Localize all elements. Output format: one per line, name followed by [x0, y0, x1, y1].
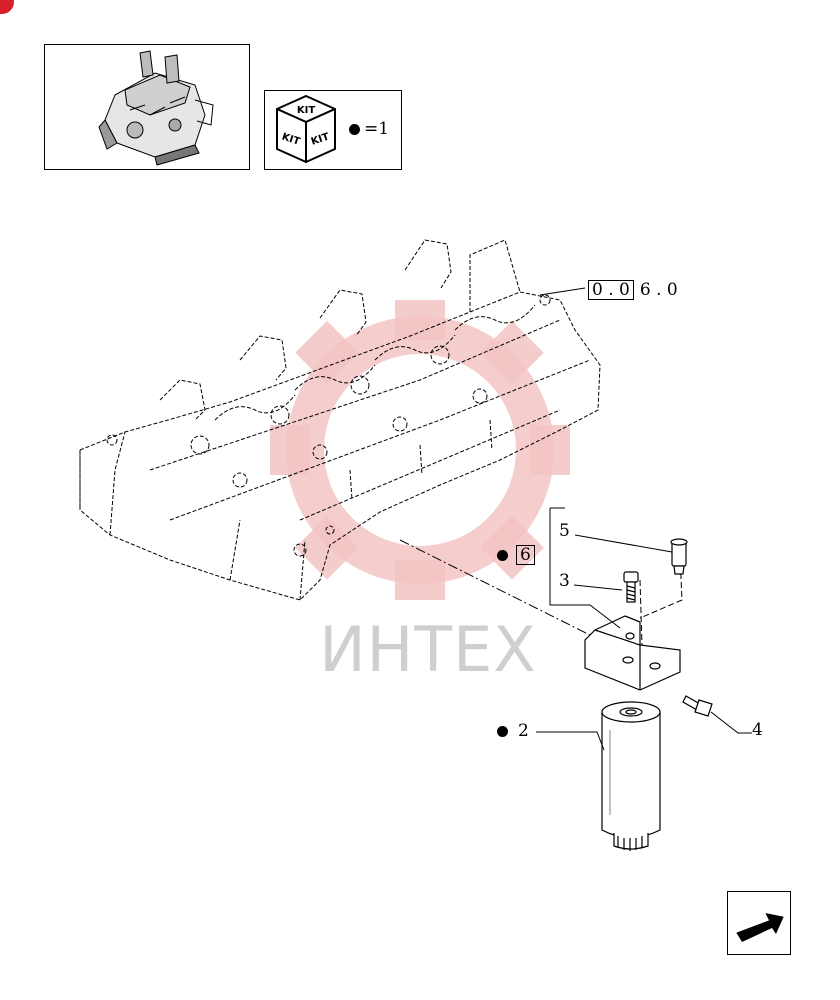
callout-item-4: 4 [752, 720, 763, 740]
fitting-item-5 [670, 538, 688, 575]
cylinder-head-outline [79, 239, 601, 601]
kit-dot-icon [349, 124, 360, 135]
engine-thumbnail[interactable] [44, 44, 250, 170]
callout-item-2: 2 [497, 721, 529, 741]
kit-right-label: KIT [310, 132, 331, 148]
item-2-number: 2 [518, 721, 529, 741]
kit-cube-icon: KIT KIT KIT [276, 95, 336, 163]
callout-item-5: 5 [559, 521, 570, 541]
kit-item-number: 6 [516, 545, 535, 565]
screw-item-3 [623, 571, 639, 603]
filter-item-2 [601, 701, 661, 851]
watermark-text: ИНТЕХ [319, 613, 537, 686]
kit-legend: KIT KIT KIT =1 [264, 90, 402, 170]
kit-left-label: KIT [280, 132, 301, 148]
mounting-bracket [584, 615, 681, 691]
callout-item-3: 3 [559, 571, 570, 591]
engine-icon [98, 50, 214, 166]
ref-boxed-part: 0 . 0 [588, 280, 634, 300]
kit-dot-icon [497, 550, 508, 561]
next-page-button[interactable] [727, 891, 791, 955]
arrow-next-page-icon [735, 910, 785, 942]
callout-item-6: 6 [497, 545, 535, 565]
kit-dot-icon [497, 726, 508, 737]
kit-top-label: KIT [297, 105, 315, 116]
bolt-item-4 [682, 695, 713, 717]
kit-quantity: =1 [349, 119, 389, 139]
ref-rest-part: 6 . 0 [639, 280, 678, 300]
kit-equals-text: =1 [364, 119, 390, 139]
